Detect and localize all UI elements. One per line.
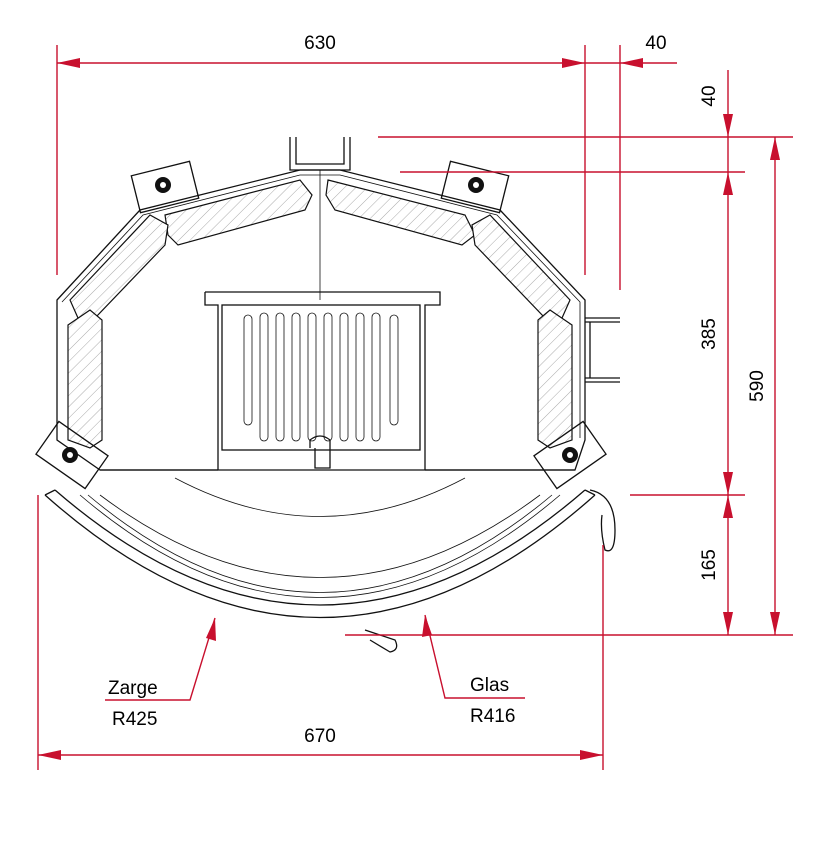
hinge-top-right <box>440 160 510 214</box>
brick-side-left <box>67 309 103 449</box>
dim-right-middle: 385 <box>699 318 720 350</box>
hinge-top-left <box>130 160 200 214</box>
door-handle <box>589 489 616 552</box>
hinge-bottom-right <box>533 420 607 490</box>
grate-bars <box>243 312 399 442</box>
label-frame: Zarge <box>108 678 158 699</box>
dim-right-total: 590 <box>747 370 768 402</box>
stove-body <box>35 137 620 653</box>
brick-right <box>471 214 571 319</box>
brick-left <box>69 214 169 319</box>
brick-side-right <box>537 309 573 449</box>
door-glass <box>44 489 596 619</box>
dim-right-top-offset: 40 <box>699 85 720 106</box>
dim-top-width: 630 <box>304 33 336 54</box>
label-glass-radius: R416 <box>470 706 515 727</box>
hinge-bottom-left <box>35 420 109 490</box>
brick-top-right <box>325 179 476 246</box>
dim-right-bottom: 165 <box>699 549 720 581</box>
label-glass: Glas <box>470 675 509 696</box>
dimension-lines <box>37 45 793 770</box>
brick-top-left <box>164 179 313 246</box>
label-frame-radius: R425 <box>112 709 157 730</box>
dim-bottom-width: 670 <box>304 726 336 747</box>
dim-top-offset: 40 <box>645 33 666 54</box>
